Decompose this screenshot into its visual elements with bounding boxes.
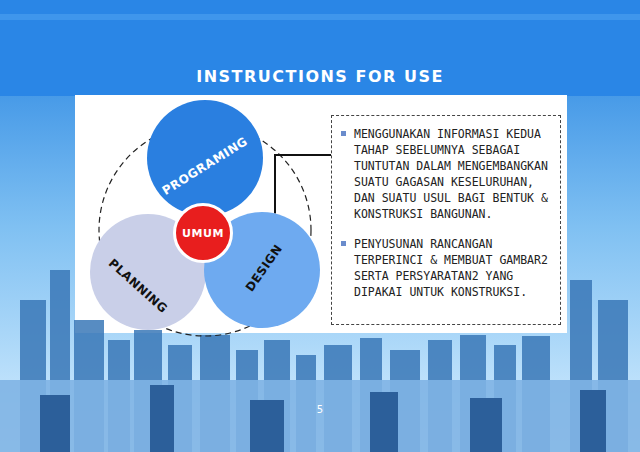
slide-title: INSTRUCTIONS FOR USE	[0, 67, 640, 86]
page-number: 5	[310, 404, 330, 415]
programing-circle: PROGRAMING	[147, 100, 263, 216]
leader-connector	[275, 155, 331, 213]
bullet-text: PENYUSUNAN RANCANGAN TERPERINCI & MEMBUA…	[354, 237, 548, 299]
bullet-mark	[341, 241, 346, 246]
circle-label: UMUM	[182, 227, 224, 240]
umum-circle: UMUM	[173, 203, 233, 263]
text-box: MENGGUNAKAN INFORMASI KEDUA TAHAP SEBELU…	[331, 115, 561, 325]
bullet-text: MENGGUNAKAN INFORMASI KEDUA TAHAP SEBELU…	[354, 127, 548, 221]
bullet-mark	[341, 131, 346, 136]
